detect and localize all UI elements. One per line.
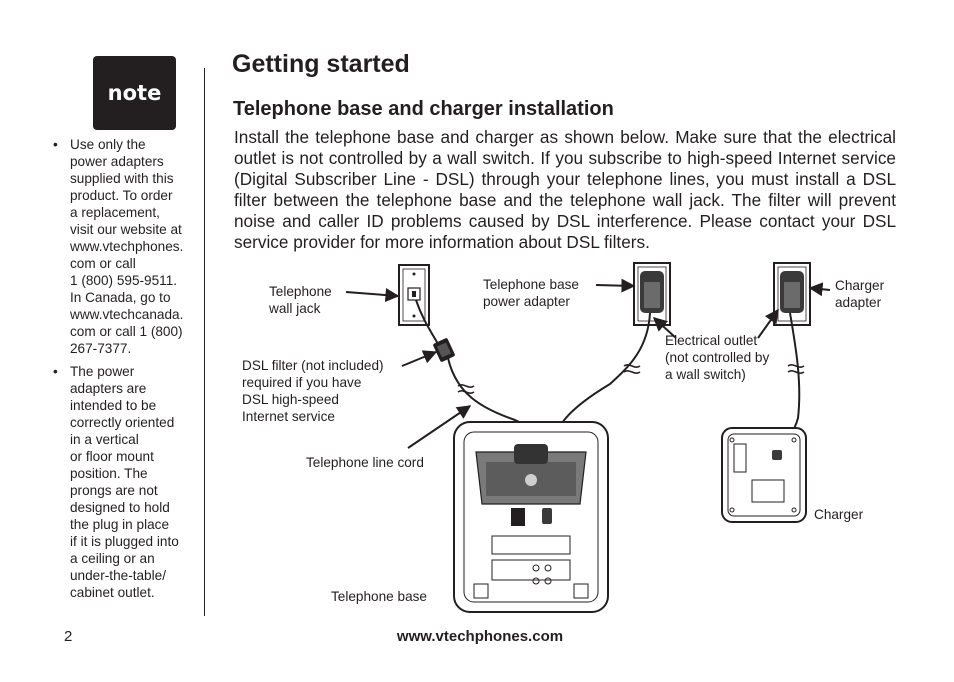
note-badge: note — [93, 56, 176, 130]
pointer-arrows — [345, 278, 831, 449]
label-line: Telephone base — [483, 277, 579, 292]
sidebar-line: supplied with this — [70, 171, 174, 186]
intro-paragraph: Install the telephone base and charger a… — [234, 127, 896, 252]
sidebar-line: www.vtechphones. — [70, 239, 184, 254]
sidebar-line: a replacement, — [70, 205, 160, 220]
sidebar-line: 267-7377. — [70, 341, 132, 356]
column-divider — [204, 68, 205, 616]
sidebar-line: product. To order — [70, 188, 173, 203]
dsl-filter-illustration — [433, 338, 455, 362]
cord-break-marks — [457, 364, 805, 394]
section-title: Telephone base and charger installation — [233, 98, 614, 120]
sidebar-bullet-adapters: Use only the power adapters supplied wit… — [53, 136, 205, 357]
sidebar-line: com or call — [70, 256, 136, 271]
label-line: DSL filter (not included) — [242, 358, 384, 373]
label-line: Charger — [835, 278, 885, 293]
wall-jack-illustration — [398, 264, 430, 326]
label-line: adapter — [835, 295, 882, 310]
label-charger: Charger — [814, 507, 864, 522]
label-line: DSL high-speed — [242, 392, 339, 407]
arrow-dsl-filter — [401, 350, 438, 367]
label-electrical-outlet: Electrical outlet (not controlled by a w… — [665, 332, 769, 383]
sidebar-line: intended to be — [70, 398, 157, 413]
arrow-outlet-charger — [757, 308, 779, 339]
label-line: wall jack — [269, 301, 321, 316]
sidebar-line: position. The — [70, 466, 148, 481]
sidebar-line: designed to hold — [70, 500, 170, 515]
charger-adapter-outlet-illustration — [773, 262, 811, 326]
label-line: (not controlled by — [665, 350, 770, 365]
sidebar-line: cabinet outlet. — [70, 585, 155, 600]
sidebar-line: if it is plugged into — [70, 534, 179, 549]
installation-diagram — [345, 262, 831, 613]
label-telephone-wall-jack: Telephone wall jack — [269, 283, 332, 317]
label-base-power-adapter: Telephone base power adapter — [483, 276, 579, 310]
sidebar-line: In Canada, go to — [70, 290, 171, 305]
sidebar-notes: Use only the power adapters supplied wit… — [53, 136, 205, 607]
page-title: Getting started — [232, 50, 410, 78]
sidebar-line: correctly oriented — [70, 415, 175, 430]
sidebar-line: in a vertical — [70, 432, 139, 447]
arrow-line-cord — [407, 405, 472, 449]
page-number: 2 — [64, 628, 73, 645]
sidebar-line: or floor mount — [70, 449, 154, 464]
label-charger-adapter: Charger adapter — [835, 277, 884, 311]
footer-url: www.vtechphones.com — [396, 628, 564, 645]
charger-illustration — [721, 427, 807, 523]
arrow-charger-adapter — [808, 282, 831, 297]
sidebar-line: power adapters — [70, 154, 164, 169]
label-line: power adapter — [483, 294, 570, 309]
sidebar-line: prongs are not — [70, 483, 158, 498]
label-line: Electrical outlet — [665, 333, 758, 348]
arrow-wall-jack — [345, 288, 400, 303]
note-badge-label: note — [107, 81, 162, 105]
sidebar-line: the plug in place — [70, 517, 170, 532]
label-line: a wall switch) — [665, 367, 746, 382]
sidebar-line: 1 (800) 595-9511. — [70, 273, 178, 288]
sidebar-line: under-the-table/ — [70, 568, 166, 583]
sidebar-line: com or call 1 (800) — [70, 324, 183, 339]
sidebar-line: visit our website at — [70, 222, 182, 237]
wall-jack-cord — [415, 299, 439, 345]
label-line: Internet service — [242, 409, 335, 424]
sidebar-line: a ceiling or an — [70, 551, 155, 566]
label-dsl-filter: DSL filter (not included) required if yo… — [242, 357, 384, 425]
sidebar-line: www.vtechcanada. — [70, 307, 184, 322]
sidebar-line: adapters are — [70, 381, 147, 396]
sidebar-bullet-orientation: The power adapters are intended to be co… — [53, 363, 205, 601]
label-telephone-base: Telephone base — [331, 589, 427, 604]
sidebar-line: Use only the — [70, 137, 146, 152]
arrow-base-adapter — [595, 278, 636, 293]
label-line: required if you have — [242, 375, 362, 390]
base-adapter-outlet-illustration — [633, 262, 671, 326]
label-telephone-line-cord: Telephone line cord — [306, 455, 424, 470]
sidebar-line: The power — [70, 364, 135, 379]
telephone-base-illustration — [453, 421, 609, 613]
label-line: Telephone — [269, 284, 332, 299]
arrow-outlet-base — [652, 317, 677, 339]
